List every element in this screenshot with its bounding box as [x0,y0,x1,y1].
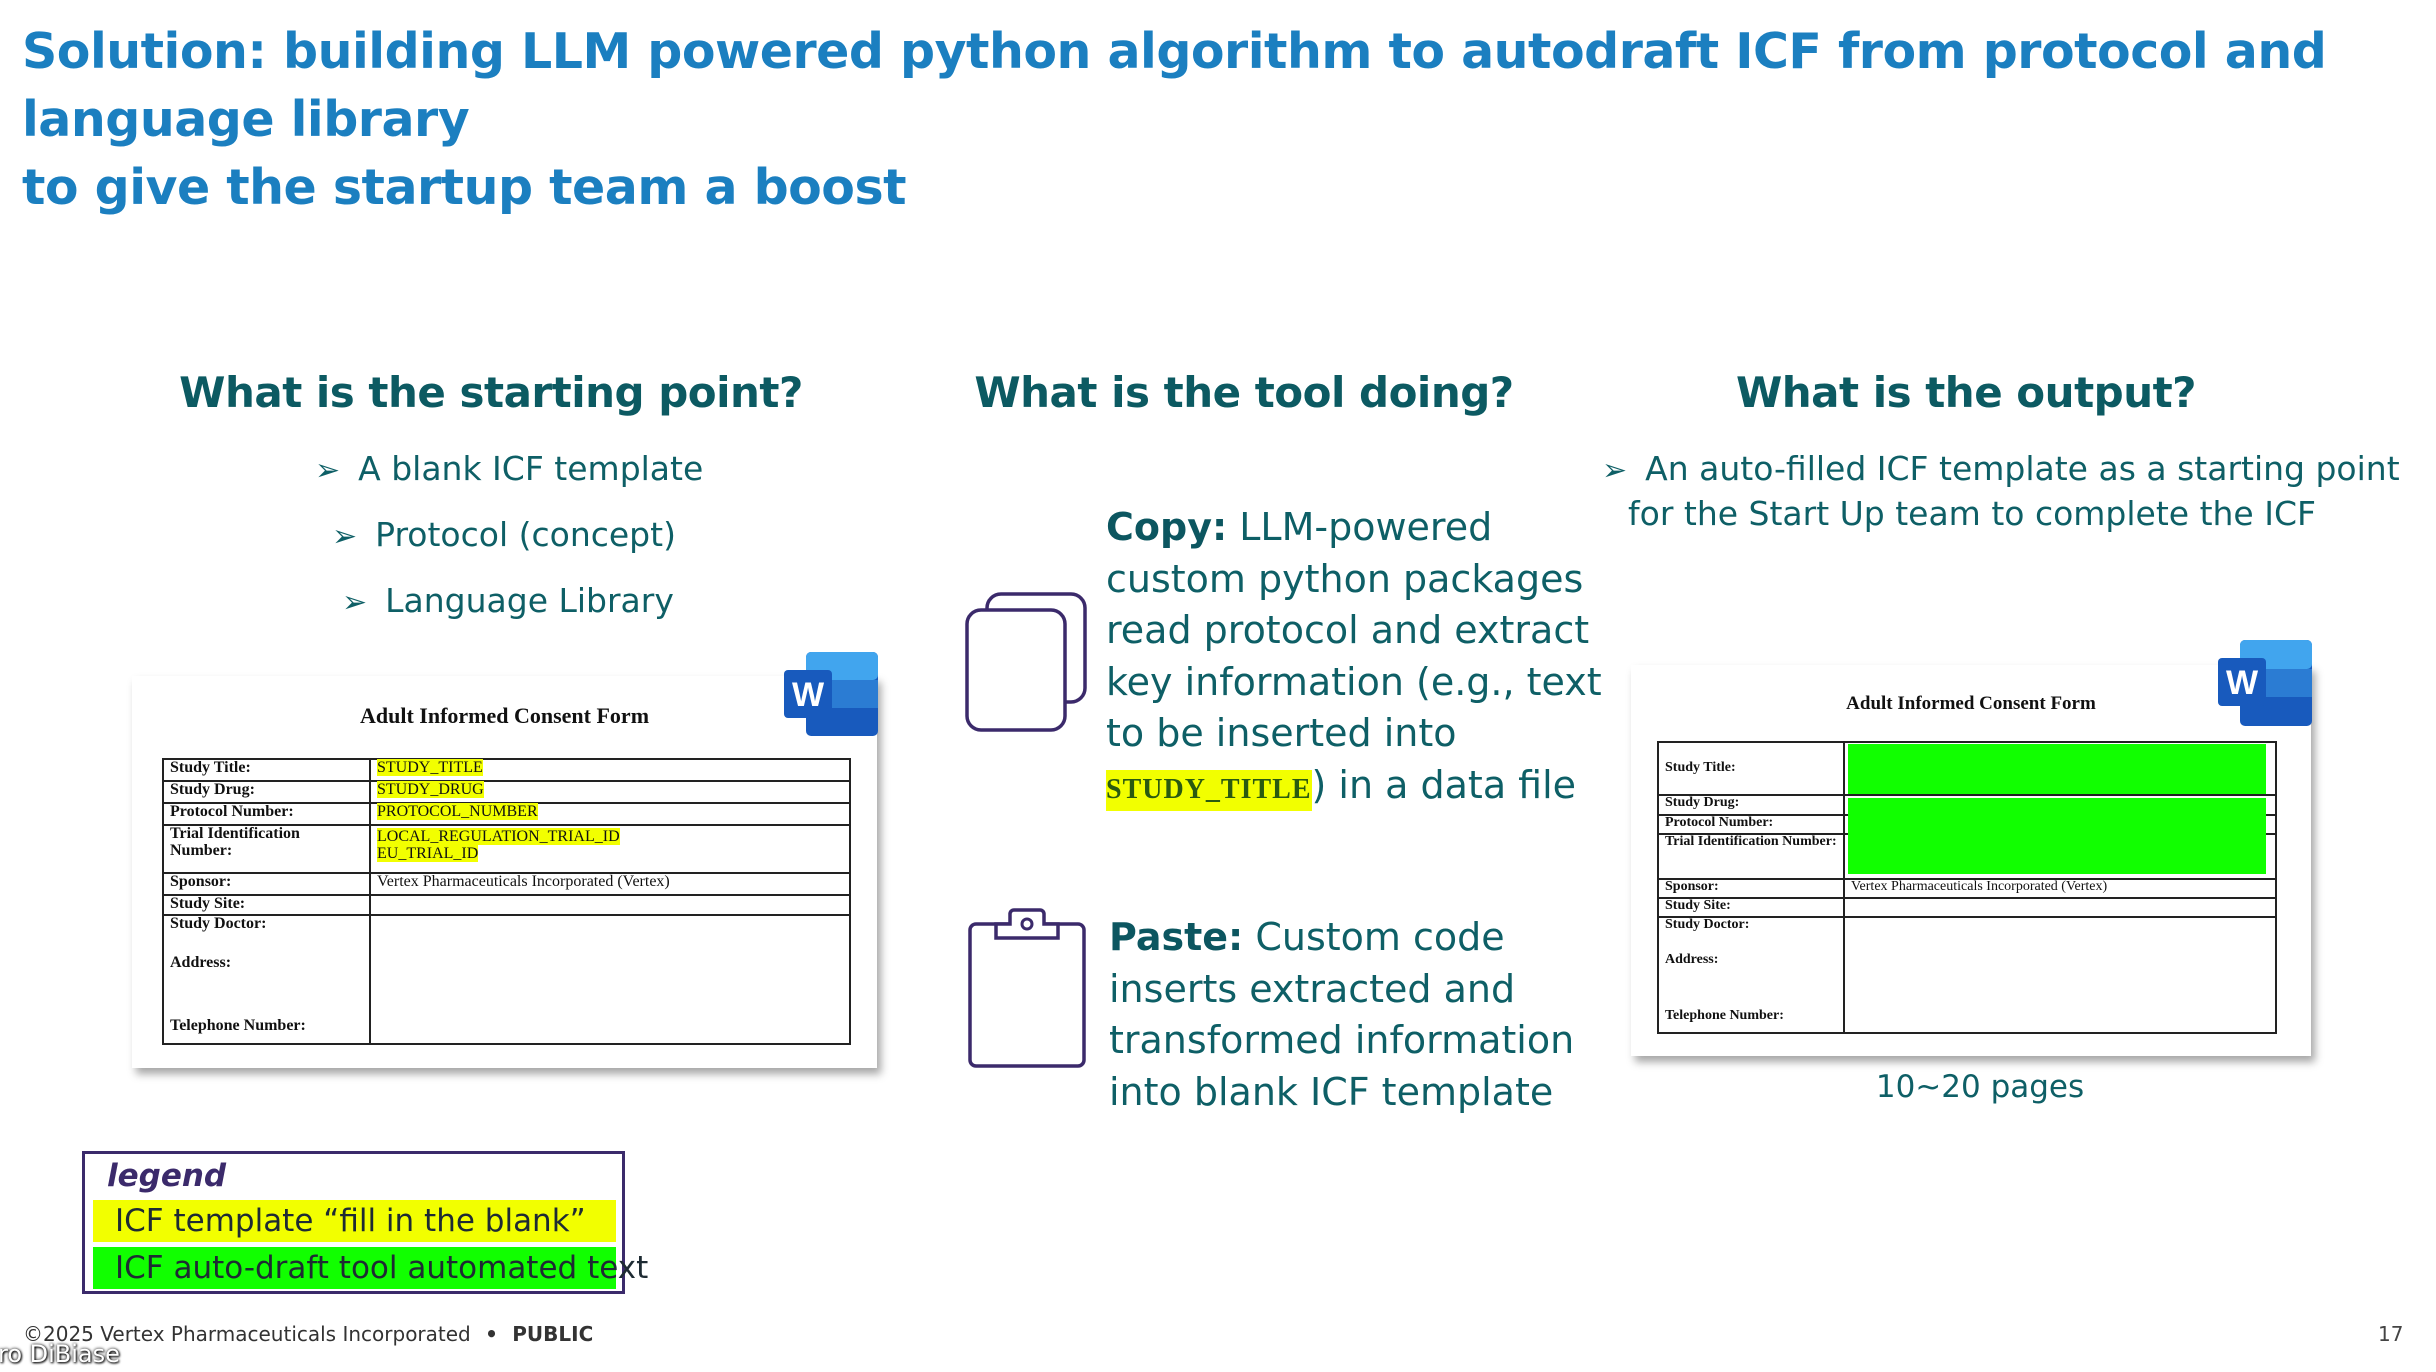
arrow-bullet-icon: ➢ [315,453,341,488]
table-row: Study Drug: STUDY_DRUG [162,780,851,804]
presenter-name-overlay: ro DiBiase [0,1340,120,1368]
word-icon-letter: W [2226,664,2259,702]
placeholder-protocol-number: PROTOCOL_NUMBER [377,803,538,820]
legend-item-template: ICF template “fill in the blank” [93,1200,616,1242]
icf-table: Study Title: STUDY_TITLE Study Drug: STUDY… [162,758,851,1045]
table-row: Sponsor:Vertex Pharmaceuticals Incorpora… [1657,878,2277,899]
word-icon-letter: W [792,676,825,714]
copy-icon [965,592,1087,732]
paste-description: Paste: Custom code inserts extracted and… [1109,912,1579,1118]
arrow-bullet-icon: ➢ [1602,453,1628,488]
word-icon: W [2218,640,2312,726]
copyright: ©2025 Vertex Pharmaceuticals Incorporate… [23,1322,471,1346]
table-row: Study Site: [1657,897,2277,918]
auto-filled-icf-document: Adult Informed Consent Form Study Title:… [1631,665,2311,1056]
table-row: Study Doctor: Address: Telephone Number: [162,914,851,1045]
slide-title-line-1: Solution: building LLM powered python al… [22,23,2327,148]
sponsor-value: Vertex Pharmaceuticals Incorporated (Ver… [1843,878,2277,899]
bullet-text: A blank ICF template [358,449,704,488]
heading-tool-doing: What is the tool doing? [974,368,1514,417]
copy-description: Copy: LLM-powered custom python packages… [1106,502,1626,815]
row-label: Address: [1665,951,1719,967]
placeholder-study-drug: STUDY_DRUG [377,781,484,798]
table-row: Study Site: [162,894,851,916]
table-row: Protocol Number: PROTOCOL_NUMBER [162,802,851,826]
table-row: Trial Identification Number: LOCAL_REGULA… [162,824,851,874]
word-icon: W [784,652,878,736]
page-count-caption: 10~20 pages [1875,1069,2085,1105]
clipboard-icon [968,908,1086,1068]
row-label: Study Title: [162,758,371,782]
row-label: Protocol Number: [1657,814,1845,835]
bullet-text: Protocol (concept) [375,515,676,554]
classification-label: PUBLIC [512,1322,594,1346]
paste-text: Custom code inserts extracted and transf… [1109,915,1575,1114]
bullet-output: ➢ An auto-filled ICF template as a starti… [1602,449,2400,533]
bullet-text: Language Library [385,581,674,620]
table-row: Study Doctor: Address: Telephone Number: [1657,916,2277,1034]
row-label: Trial Identification Number: [1657,833,1845,880]
table-row: Sponsor:Vertex Pharmaceuticals Incorpora… [162,872,851,896]
auto-filled-drug-protocol-trial [1848,798,2266,874]
study-title-tag: STUDY_TITLE [1106,769,1312,811]
bullet-text: An auto-filled ICF template as a startin… [1645,449,2400,488]
row-label: Study Drug: [1657,794,1845,816]
legend-title: legend [107,1158,227,1194]
arrow-bullet-icon: ➢ [342,585,368,620]
blank-icf-document: Adult Informed Consent Form Study Title:… [132,676,877,1068]
legend-item-auto-draft: ICF auto-draft tool automated text [93,1247,648,1289]
footer: ©2025 Vertex Pharmaceuticals Incorporate… [23,1322,593,1346]
row-label: Trial Identification Number: [162,824,371,874]
paste-label: Paste: [1109,915,1244,959]
row-label: Study Site: [1657,897,1845,918]
row-label: Study Drug: [162,780,371,804]
sponsor-value: Vertex Pharmaceuticals Incorporated (Ver… [369,872,851,896]
row-label: Protocol Number: [162,802,371,826]
row-label: Telephone Number: [170,1016,306,1034]
bullet-blank-icf: ➢ A blank ICF template [315,449,703,488]
heading-output: What is the output? [1735,368,2197,417]
slide-title-line-2: to give the startup team a boost [22,159,907,216]
doc-title: Adult Informed Consent Form [1846,693,2096,714]
row-label: Study Title: [1657,741,1845,796]
row-label: Address: [170,953,232,971]
copy-text: LLM-powered custom python packages read … [1106,505,1602,755]
doctor-cell: Study Doctor: Address: Telephone Number: [162,914,371,1045]
bullet-protocol: ➢ Protocol (concept) [332,515,676,554]
placeholder-local-trial-id: LOCAL_REGULATION_TRIAL_ID [377,828,620,845]
doc-title: Adult Informed Consent Form [359,703,650,728]
bullet-language-library: ➢ Language Library [342,581,674,620]
row-label: Study Site: [162,894,371,916]
placeholder-eu-trial-id: EU_TRIAL_ID [377,844,479,862]
row-label: Sponsor: [162,872,371,896]
row-label: Sponsor: [1657,878,1845,899]
copy-text-after: ) in a data file [1311,762,1577,807]
row-label: Study Doctor: [1665,917,1750,932]
doctor-cell: Study Doctor: Address: Telephone Number: [1657,916,1845,1034]
arrow-bullet-icon: ➢ [332,519,358,554]
legend: legend ICF template “fill in the blank” … [82,1151,648,1294]
separator: • [485,1322,498,1346]
bullet-text-line-2: for the Start Up team to complete the IC… [1628,494,2316,533]
heading-starting-point: What is the starting point? [179,368,803,417]
row-label: Telephone Number: [1665,1008,1784,1024]
copy-label: Copy: [1106,505,1228,549]
auto-filled-study-title [1848,744,2266,794]
row-label: Study Doctor: [170,915,267,932]
placeholder-study-title: STUDY_TITLE [377,759,483,776]
slide-title: Solution: building LLM powered python al… [22,18,2422,222]
page-number: 17 [2378,1322,2404,1346]
table-row: Study Title: STUDY_TITLE [162,758,851,782]
